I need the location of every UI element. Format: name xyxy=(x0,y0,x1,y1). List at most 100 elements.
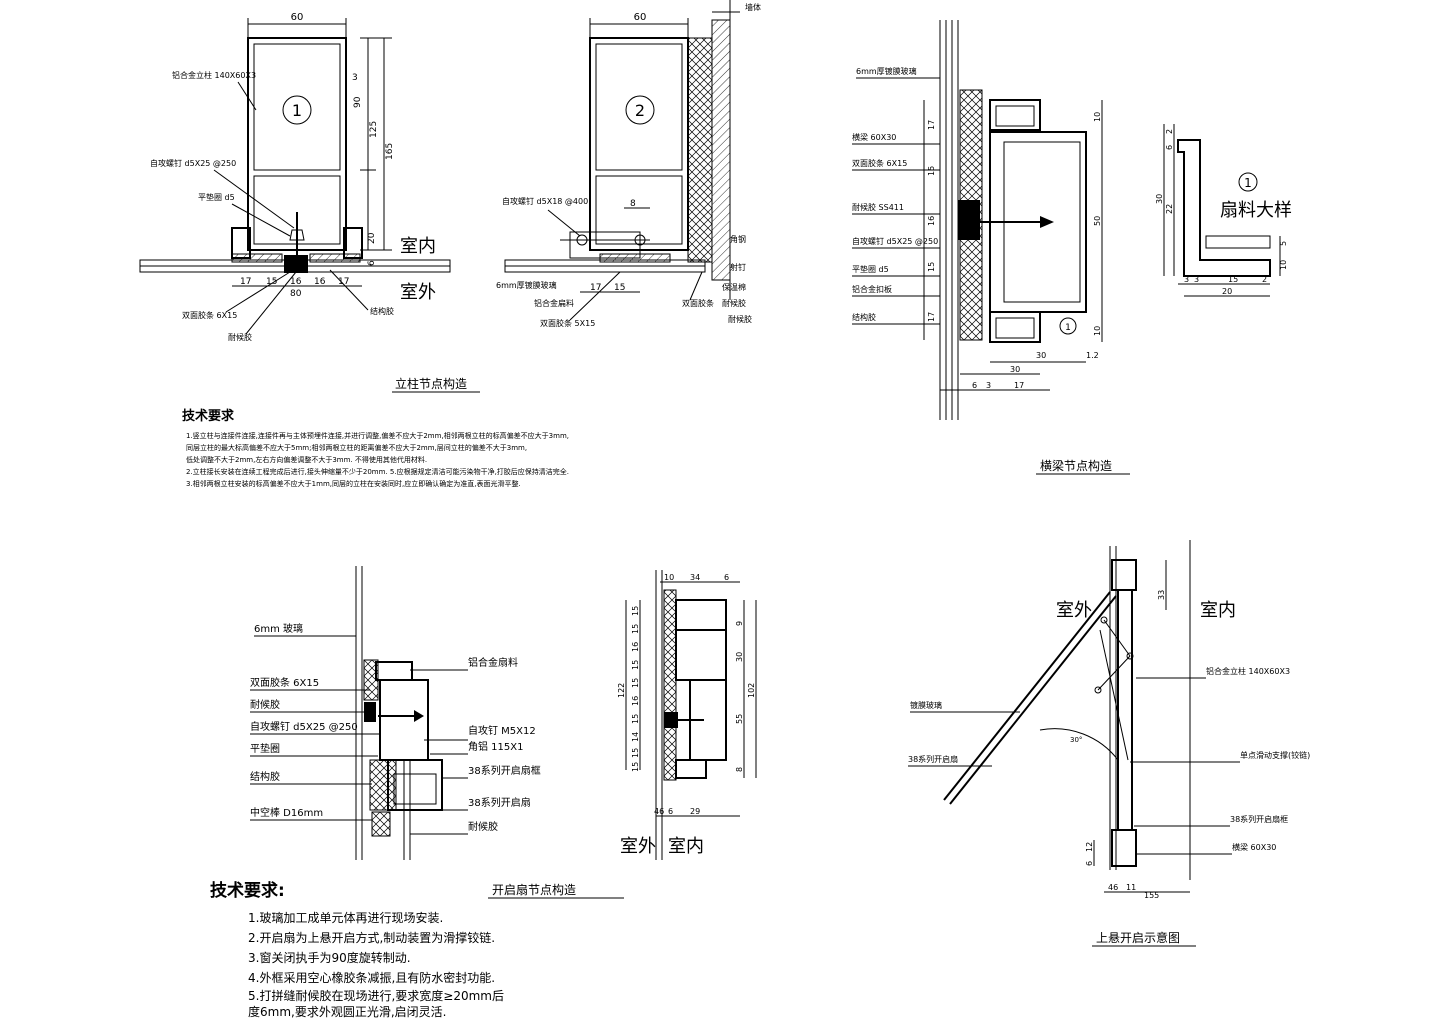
vp-dim-8: 8 xyxy=(735,767,744,772)
vp-dim-122: 122 xyxy=(617,683,626,698)
vp-dim-l6: 16 xyxy=(631,696,640,706)
tech2-line-6: 度6mm,要求外观圆正光滑,启闭灵活. xyxy=(248,1004,446,1019)
hung-dim-12: 12 xyxy=(1085,842,1094,852)
hung-dim-11: 11 xyxy=(1126,883,1136,892)
vp-indoor: 室内 xyxy=(668,836,704,857)
m2-dim-17: 17 xyxy=(590,283,601,293)
tech1-line-3: 低处调整不大于2mm,左右方向偏差调整不大于3mm. 不得使用其他代用材料. xyxy=(186,455,427,464)
m2-dim-width: 60 xyxy=(634,12,647,23)
m1-pad: 平垫圈 d5 xyxy=(198,192,235,202)
m2-rock: 保温棉 xyxy=(722,282,746,292)
tech-requirements-1: 技术要求 1.竖立柱与连接件连接,连接件再与主体预埋件连接,并进行调整,偏差不应… xyxy=(182,408,569,488)
vent-glass: 6mm 玻璃 xyxy=(254,622,303,635)
hung-dim-155: 155 xyxy=(1144,891,1159,900)
hung-angle: 30° xyxy=(1070,736,1082,744)
sash-dim-22: 22 xyxy=(1165,204,1174,214)
transom-dim-17b: 17 xyxy=(927,312,936,322)
m1-dim-3: 3 xyxy=(352,73,358,83)
transom-dim-1-2: 1.2 xyxy=(1086,351,1099,360)
vp-dim-102: 102 xyxy=(747,683,756,698)
m2-pad-l: 耐候胶 xyxy=(722,298,746,308)
m1-screw: 自攻螺钉 d5X25 @250 xyxy=(150,158,236,168)
transom-dim-50: 50 xyxy=(1093,216,1102,226)
hung-dim-6: 6 xyxy=(1085,861,1094,866)
m2-screw: 自攻螺钉 d5X18 @400 xyxy=(502,196,588,206)
hung-sash: 38系列开启扇 xyxy=(908,754,958,764)
vp-dim-l8: 14 xyxy=(631,732,640,742)
m1-dim-width: 60 xyxy=(291,12,304,23)
transom-alu: 铝合金扣板 xyxy=(852,284,892,294)
m2-insulation xyxy=(687,37,713,263)
vent-alu: 铝合金扇料 xyxy=(468,656,518,669)
transom-weather: 耐候胶 SS411 xyxy=(852,202,904,212)
vp-dim-10: 10 xyxy=(664,573,674,582)
m2-dim-8: 8 xyxy=(630,199,636,209)
vent-screw: 自攻螺钉 d5X25 @250 xyxy=(250,720,358,733)
hung-frame: 38系列开启扇框 xyxy=(1230,814,1288,824)
m2-anchor: 射钉 xyxy=(730,262,746,272)
m2-wall xyxy=(711,19,731,281)
m1-dim-90: 90 xyxy=(353,96,363,108)
marker-2-circle xyxy=(625,95,655,125)
m2-angle: 角钢 xyxy=(730,234,746,244)
mullion-node-2: 2 8 60 17 15 墙体 自攻螺钉 d5X18 @400 6mm厚镀膜玻璃… xyxy=(496,0,761,328)
m1-dim-165: 165 xyxy=(385,143,395,160)
transom-dim-10b: 10 xyxy=(1093,326,1102,336)
hung-glass: 镀膜玻璃 xyxy=(910,700,942,710)
m1-dim-16b: 16 xyxy=(314,277,326,287)
transom-screw: 自攻螺钉 d5X25 @250 xyxy=(852,236,938,246)
transom-dim-6: 6 xyxy=(972,381,977,390)
hung-title: 上悬开启示意图 xyxy=(1096,930,1180,945)
m2-double-tape: 双面胶条 5X15 xyxy=(540,318,595,328)
transom-pad: 平垫圈 d5 xyxy=(852,264,889,274)
m1-dim-17a: 17 xyxy=(240,277,251,287)
vp-dim-l9: 15 xyxy=(631,748,640,758)
hung-upright: 铝合金立柱 140X60X3 xyxy=(1206,666,1290,676)
marker-2: 2 xyxy=(635,101,645,120)
hung-indoor: 室内 xyxy=(1200,600,1236,621)
m1-weather: 耐候胶 xyxy=(228,332,252,342)
transom-dim-30b: 30 xyxy=(1010,365,1020,374)
tech1-line-1: 1.竖立柱与连接件连接,连接件再与主体预埋件连接,并进行调整,偏差不应大于2mm… xyxy=(186,431,569,440)
vp-dim-55: 55 xyxy=(735,714,744,724)
vp-dim-46: 46 xyxy=(654,807,664,816)
vent-node: 6mm 玻璃 铝合金扇料 双面胶条 6X15 耐候胶 自攻螺钉 d5X25 @2… xyxy=(250,566,541,860)
sash-dim-3a: 3 xyxy=(1184,275,1189,284)
vp-dim-9: 9 xyxy=(735,621,744,626)
tech2-line-2: 2.开启扇为上悬开启方式,制动装置为滑撑铰链. xyxy=(248,930,495,945)
transom-dim-17c: 17 xyxy=(1014,381,1024,390)
vent-profile: 10 34 6 15 15 16 15 15 16 15 14 15 15 12… xyxy=(488,570,757,899)
m1-dim-15: 15 xyxy=(266,277,277,287)
transom-dim-3: 3 xyxy=(986,381,991,390)
hung-beam: 横梁 60X30 xyxy=(1232,842,1276,852)
vp-dim-l1: 15 xyxy=(631,606,640,616)
m1-dim-80: 80 xyxy=(290,289,302,299)
transom-node: 1 6mm厚镀膜玻璃 横梁 60X30 双面胶条 6X15 耐候胶 SS411 … xyxy=(852,20,1130,475)
vp-dim-30: 30 xyxy=(735,652,744,662)
m2-wall-label: 墙体 xyxy=(745,2,761,12)
hung-outdoor: 室外 xyxy=(1056,600,1092,621)
sash-dim-20: 20 xyxy=(1222,287,1232,296)
hung-stay: 单点滑动支撑(铰链) xyxy=(1240,750,1310,760)
vp-dim-34: 34 xyxy=(690,573,700,582)
transom-dim-15a: 15 xyxy=(927,166,936,176)
vent-rod: 中空棒 D16mm xyxy=(250,806,323,819)
m1-indoor: 室内 xyxy=(400,236,436,257)
vp-dim-6b: 6 xyxy=(668,807,673,816)
tech1-title: 技术要求 xyxy=(182,408,235,424)
transom-dim-16: 16 xyxy=(927,216,936,226)
m1-dim-16a: 16 xyxy=(290,277,302,287)
transom-dim-17a: 17 xyxy=(927,120,936,130)
sash-dim-15: 15 xyxy=(1228,275,1238,284)
vp-dim-l10: 15 xyxy=(631,762,640,772)
m1-outdoor: 室外 xyxy=(400,282,436,303)
m1-dim-125: 125 xyxy=(369,121,379,138)
m2-dtape2: 双面胶条 xyxy=(682,298,714,308)
vp-dim-l3: 16 xyxy=(631,642,640,652)
transom-struct: 结构胶 xyxy=(852,312,876,322)
sash-dim-5: 5 xyxy=(1279,241,1288,246)
hung-dim-33: 33 xyxy=(1157,590,1166,600)
vp-dim-l5: 15 xyxy=(631,678,640,688)
m2-glass: 6mm厚镀膜玻璃 xyxy=(496,280,557,290)
